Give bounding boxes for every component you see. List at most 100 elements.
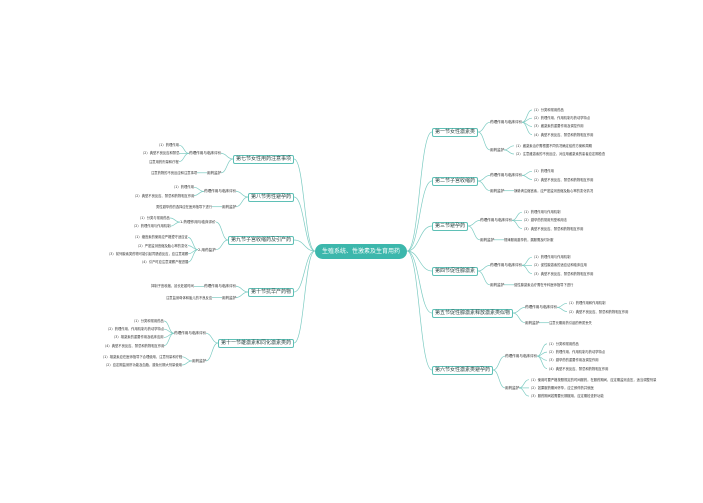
leaf-item[interactable]: 注意长期用药引起的骨质丢失: [549, 320, 592, 325]
leaf-item[interactable]: （2）避孕药的常用剂型和用法: [522, 218, 567, 223]
leaf-item[interactable]: 注意用药剂量和疗程: [149, 159, 179, 164]
branch-connector: [467, 220, 481, 227]
branch-connector: [477, 131, 491, 151]
leaf-item[interactable]: （2）典型不良反应和禁忌: [141, 151, 180, 156]
sub-topic[interactable]: 药理作用与临床评价: [204, 189, 237, 194]
sub-topic[interactable]: 2.用药监护: [198, 247, 216, 252]
sub-topic[interactable]: 用药监护: [480, 237, 495, 242]
leaf-item[interactable]: （4）引产时应注意观察产程进展: [140, 260, 189, 264]
leaf-item[interactable]: 男性避孕药的选择应在医师指导下进行: [156, 204, 213, 209]
branch-connector: [477, 175, 491, 182]
leaf-item[interactable]: （1）雄激素应在医师指导下合理使用，注意剂量和疗程: [101, 354, 183, 359]
leaf-item[interactable]: （1）药理作用: [172, 185, 194, 190]
leaf-item[interactable]: （3）雄激素的重要作用及临床应用: [112, 335, 164, 340]
leaf-item[interactable]: （2）促性腺激素的适应证和临床应用: [532, 263, 587, 268]
leaf-item[interactable]: （1）药理作用: [157, 143, 179, 148]
sub-topic[interactable]: 药理作用与临床评价: [480, 218, 513, 223]
root-topic[interactable]: 生殖系统、性激素及生育用药: [315, 244, 407, 259]
leaf-item[interactable]: （2）应定期监测肝功能及血脂，避免长期大剂量使用: [104, 363, 182, 367]
branch-topic[interactable]: 第一节女性激素类: [432, 127, 479, 137]
leaf-item[interactable]: 注意监测母体和胎儿的不良反应: [166, 295, 213, 300]
sub-topic[interactable]: 药理作用与临床评价: [204, 284, 237, 289]
leaf-connector: [193, 191, 205, 196]
root-connector: [293, 196, 316, 252]
sub-topic[interactable]: 用药监护: [192, 358, 207, 363]
leaf-item[interactable]: （1）药理作用: [532, 169, 554, 174]
branch-topic[interactable]: 第八节男性避孕药: [248, 192, 295, 202]
branch-topic[interactable]: 第六节女性激素类避孕药: [432, 365, 494, 375]
root-connector: [293, 250, 316, 344]
leaf-item[interactable]: （3）典型不良反应、禁忌和药物相互作用: [532, 271, 594, 276]
branch-topic[interactable]: 第七节女性用药注意事项: [233, 154, 295, 164]
branch-topic[interactable]: 第十一节雄激素和同化激素类药: [218, 338, 295, 348]
leaf-item[interactable]: （3）前列腺素类药物可能引起胃肠道反应，应注意观察: [107, 251, 189, 256]
branch-topic[interactable]: 第九节子宫收缩药及引产药: [228, 235, 295, 245]
leaf-item[interactable]: （2）药理作用与作用机制: [132, 224, 171, 229]
root-connector: [406, 180, 433, 252]
sub-topic[interactable]: 药理作用与临床评价: [490, 173, 523, 178]
leaf-item[interactable]: （1）药理作用与作用机制: [532, 255, 571, 260]
leaf-connector: [521, 265, 533, 274]
leaf-item[interactable]: （2）药理作用、作用机制与药动学特点: [106, 327, 165, 332]
leaf-item[interactable]: （4）典型不良反应、禁忌和药物相互作用: [547, 366, 609, 371]
leaf-item[interactable]: （3）典型不良反应、禁忌和药物相互作用: [522, 226, 584, 231]
leaf-item[interactable]: （3）避孕药的重要作用及调控作用: [547, 358, 599, 363]
leaf-item[interactable]: （4）典型不良反应、禁忌和药物相互作用: [532, 132, 594, 137]
leaf-item[interactable]: （3）服药期间若需要长期服用，应定期检查肝功能: [529, 394, 604, 399]
leaf-item[interactable]: （1）分类和常用药品: [532, 108, 564, 112]
leaf-item[interactable]: （2）药理作用、作用机制与药动学特点: [532, 116, 591, 121]
branch-topic[interactable]: 第三节避孕药: [432, 221, 469, 231]
leaf-item[interactable]: （2）典型不良反应、禁忌和药物相互作用: [133, 193, 195, 198]
leaf-item[interactable]: （2）典型不良反应、禁忌和药物相互作用: [532, 177, 594, 182]
leaf-item[interactable]: （1）雌激素治疗需根据不同情况确定给药方案和周期: [514, 143, 592, 148]
sub-topic[interactable]: 药理作用与临床评价: [490, 263, 523, 268]
sub-topic[interactable]: 用药监护: [505, 385, 520, 390]
sub-topic[interactable]: 药理作用与临床评价: [189, 151, 222, 156]
leaf-item[interactable]: （1）使用时要严格按照规定的时间服药，在服药期间，应定期监测血压，适当调整剂量: [529, 377, 657, 382]
sub-topic[interactable]: 用药监护: [490, 282, 505, 287]
sub-topic[interactable]: 药理作用与临床评价: [525, 305, 558, 310]
sub-topic[interactable]: 1.药理作用与临床评价: [180, 220, 216, 225]
sub-topic[interactable]: 用药监护: [207, 170, 222, 175]
leaf-item[interactable]: （1）药理作用和作用机制: [567, 301, 606, 306]
leaf-item[interactable]: 规律服用避孕药，漏服需及时补服: [504, 237, 554, 242]
branch-connector: [235, 191, 249, 198]
branch-topic[interactable]: 第十节抗早产药物: [248, 287, 295, 297]
leaf-item[interactable]: （1）缩宫素的使用应严格遵守适应证: [133, 235, 188, 240]
leaf-connector: [511, 220, 523, 229]
leaf-connector: [503, 145, 515, 151]
branch-connector: [477, 270, 491, 286]
branch-connector: [235, 286, 249, 293]
leaf-item[interactable]: （1）分类和常用药品: [132, 319, 164, 323]
leaf-item[interactable]: （1）分类和常用药品: [547, 341, 579, 346]
branch-connector: [512, 312, 526, 324]
leaf-item[interactable]: （3）雌激素的重要作用及调控作用: [532, 124, 584, 129]
branch-topic[interactable]: 第二节子宫收缩药: [432, 176, 479, 186]
leaf-item[interactable]: 静脉滴注缩宫素，应严密监测宫缩及胎心率的变化情况: [514, 188, 594, 193]
root-connector: [293, 158, 316, 252]
leaf-item[interactable]: （4）典型不良反应、禁忌和药物相互作用: [103, 343, 165, 348]
root-connector: [293, 239, 316, 252]
branch-topic[interactable]: 第五节促性腺激素释放激素类似物: [432, 308, 514, 318]
leaf-item[interactable]: 注意药物的不良反应和注意事项: [151, 170, 198, 175]
branch-topic[interactable]: 第四节促性腺激素: [432, 266, 479, 276]
leaf-item[interactable]: （2）如果服药期间怀孕，应立即停药并就医: [529, 385, 594, 390]
sub-topic[interactable]: 用药监护: [490, 147, 505, 152]
leaf-connector: [178, 153, 190, 162]
sub-topic[interactable]: 药理作用与临床评价: [174, 331, 207, 336]
leaf-item[interactable]: 抑制子宫收缩，延长妊娠时间: [151, 284, 194, 289]
sub-topic[interactable]: 用药监护: [222, 295, 237, 300]
leaf-item[interactable]: （1）分类与常用药品: [138, 216, 170, 220]
sub-topic[interactable]: 药理作用与临床评价: [490, 120, 523, 125]
leaf-item[interactable]: （2）典型不良反应、禁忌和药物相互作用: [567, 309, 629, 314]
sub-topic[interactable]: 用药监护: [222, 204, 237, 209]
leaf-connector: [163, 332, 175, 346]
leaf-item[interactable]: （2）药理作用、作用机制与药动学特点: [547, 350, 606, 355]
leaf-item[interactable]: （1）药理作用与作用机制: [522, 210, 561, 215]
leaf-item[interactable]: （2）注意雌激素的不良反应，对应用雌激素的患者应定期检查: [514, 152, 606, 156]
sub-topic[interactable]: 用药监护: [525, 320, 540, 325]
leaf-item[interactable]: （2）严密监测宫缩及胎心率的变化: [136, 243, 188, 248]
sub-topic[interactable]: 用药监护: [490, 188, 505, 193]
leaf-item[interactable]: 促性腺激素治疗需在专科医师指导下进行: [514, 282, 574, 287]
sub-topic[interactable]: 药理作用与临床评价: [505, 354, 538, 359]
